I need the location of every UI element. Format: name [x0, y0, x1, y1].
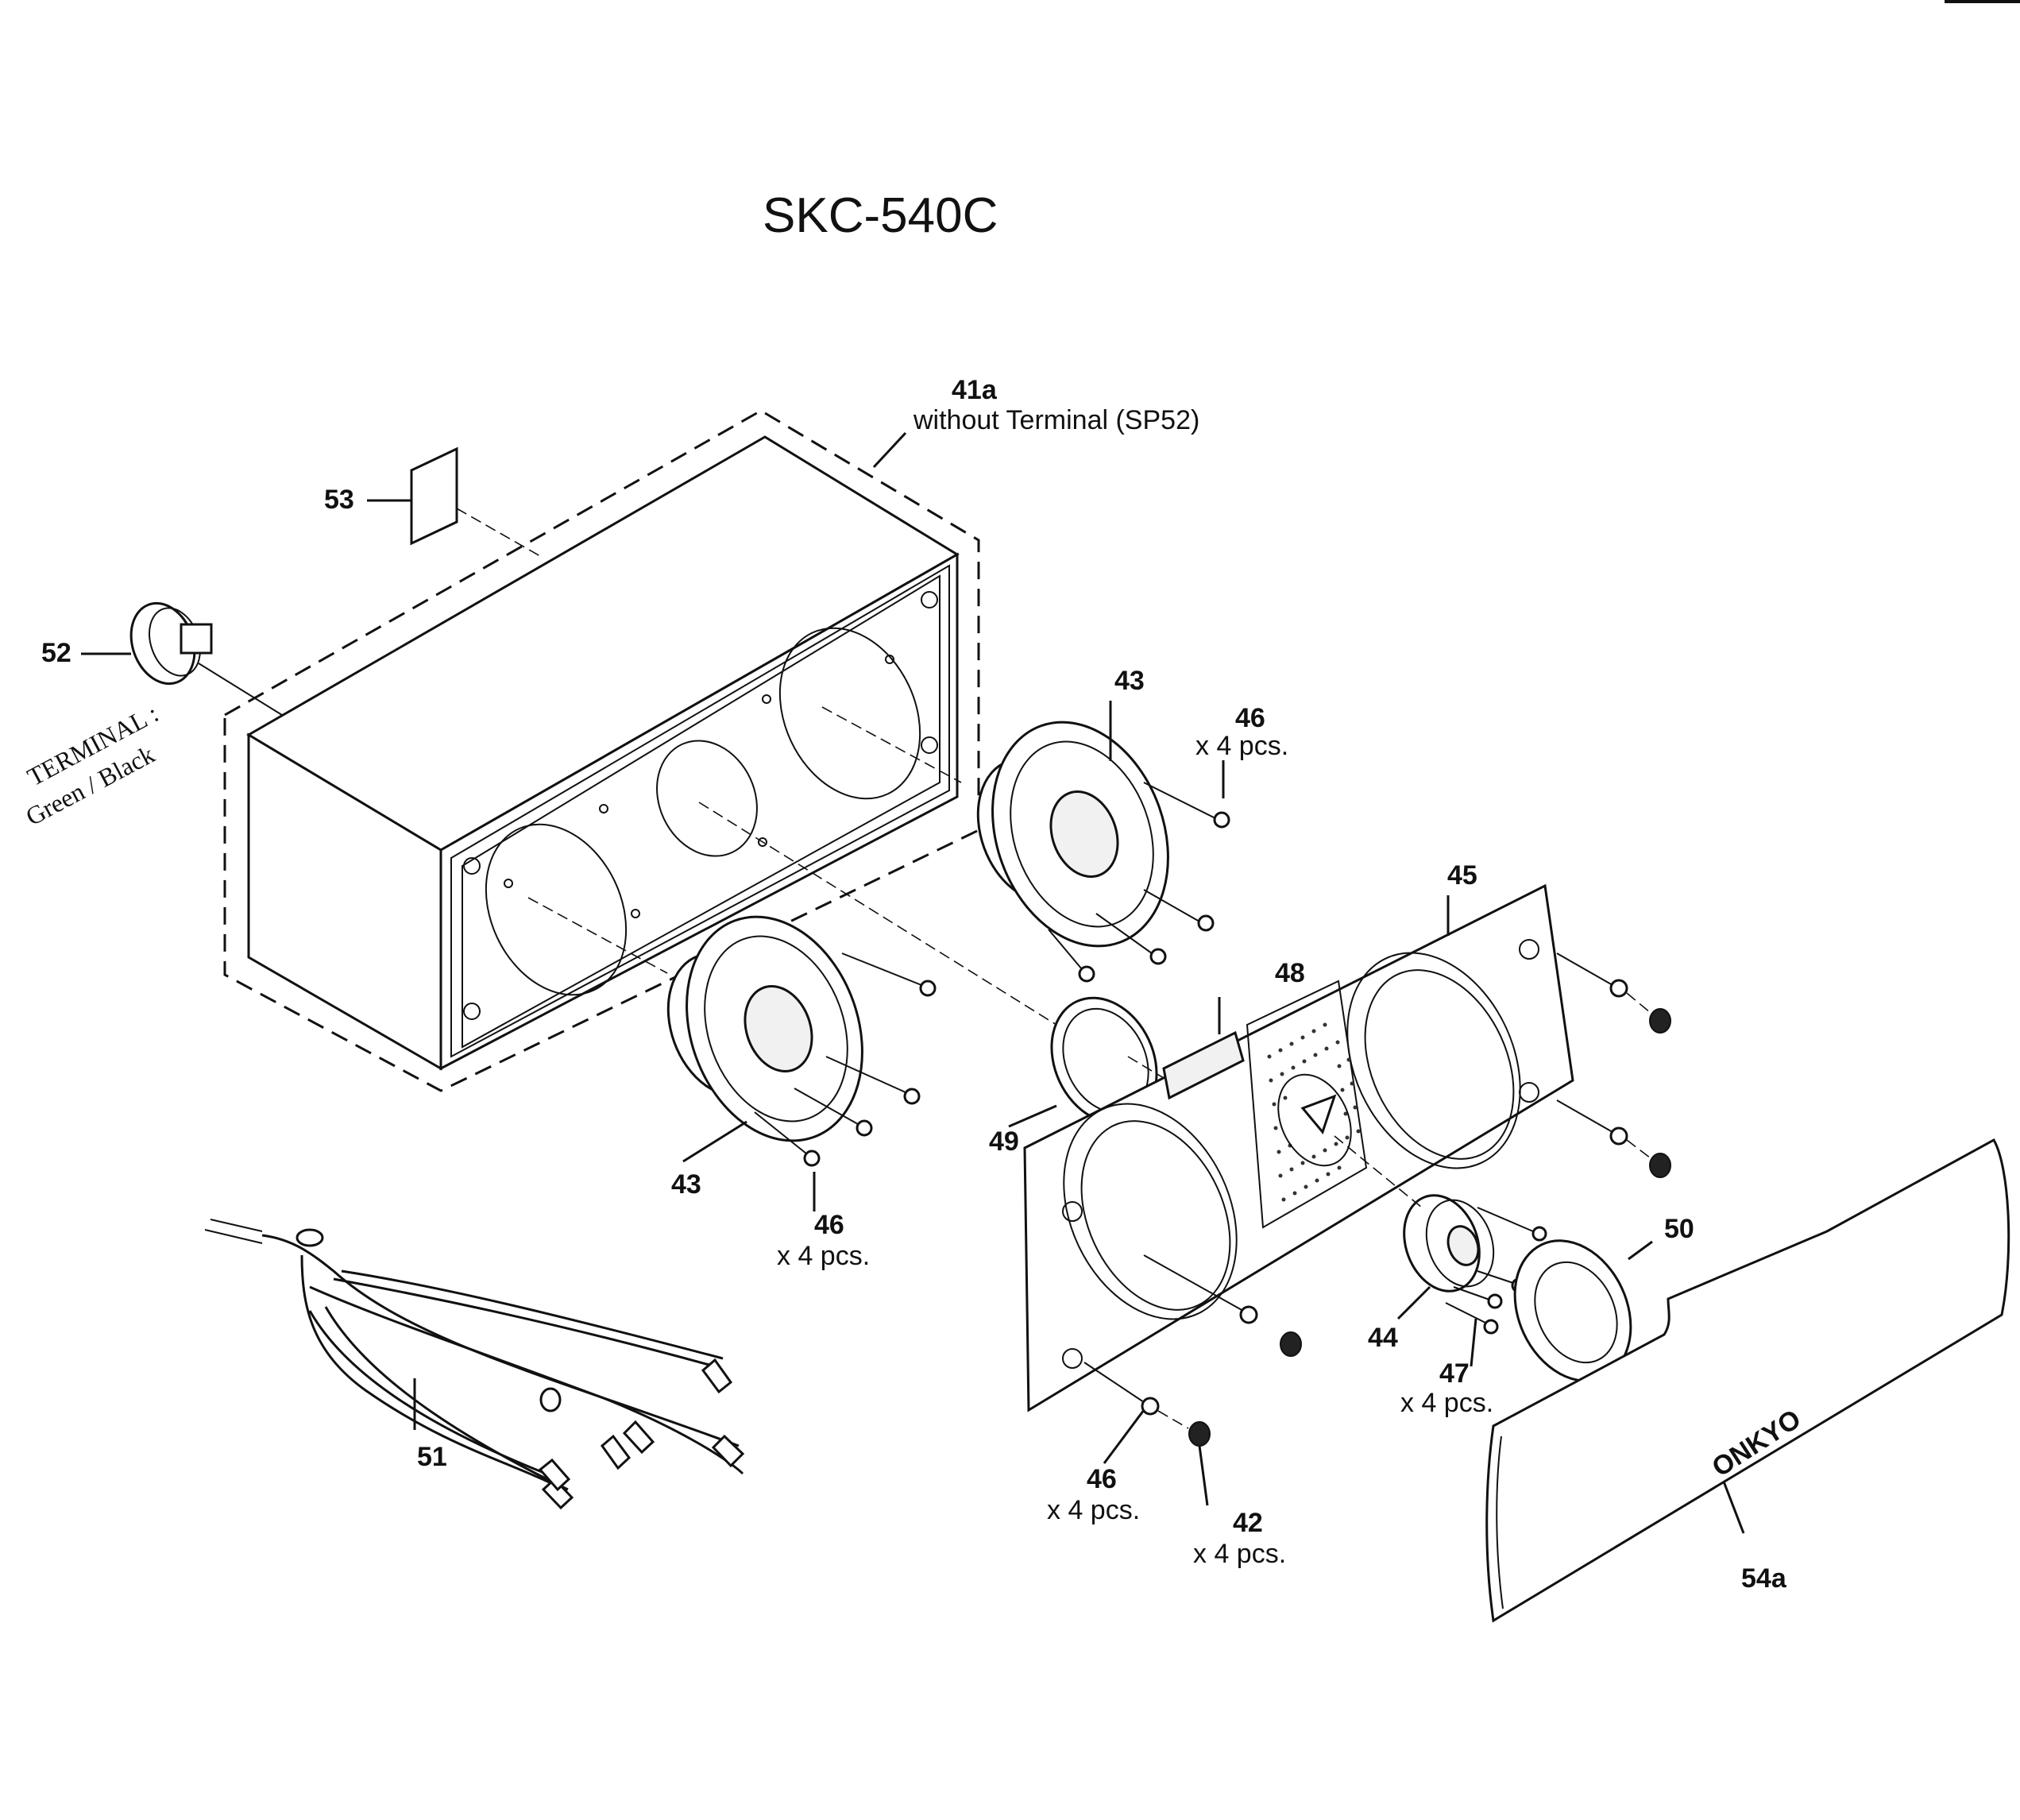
baffle-fasteners	[1083, 953, 1671, 1447]
label-53: 53	[324, 485, 354, 515]
label-41a: 41a	[952, 375, 998, 405]
label-54a: 54a	[1741, 1563, 1787, 1594]
woofer-43-upper	[821, 706, 1169, 948]
page-title: SKC-540C	[763, 188, 998, 243]
leader-lines	[682, 431, 1745, 1534]
cabinet-box	[246, 435, 960, 1071]
label-42-qty: x 4 pcs.	[1193, 1539, 1286, 1569]
label-45: 45	[1447, 860, 1477, 891]
label-50: 50	[1664, 1214, 1694, 1244]
label-51: 51	[417, 1442, 447, 1472]
label-41a-note: without Terminal (SP52)	[913, 405, 1199, 435]
top-edge-bar	[1945, 0, 2020, 3]
label-plate-53	[367, 446, 541, 557]
label-52: 52	[41, 638, 71, 668]
label-46-lower: 46	[814, 1210, 844, 1240]
cabinet-outline	[223, 409, 980, 1092]
label-46-upper: 46	[1235, 703, 1265, 733]
tweeter-ring-49	[698, 802, 1168, 1125]
label-47: 47	[1439, 1358, 1470, 1389]
terminal-52	[81, 601, 283, 716]
screws-47	[1445, 1207, 1547, 1335]
label-46-bottom: 46	[1087, 1464, 1117, 1494]
label-48: 48	[1275, 958, 1305, 988]
wire-harness-51	[204, 1219, 745, 1510]
baffle-grille-pattern	[1267, 1022, 1361, 1202]
label-43-upper: 43	[1114, 666, 1145, 696]
label-44: 44	[1368, 1323, 1398, 1353]
label-42: 42	[1233, 1508, 1263, 1538]
label-46-upper-qty: x 4 pcs.	[1195, 731, 1288, 761]
label-46-bottom-qty: x 4 pcs.	[1047, 1495, 1140, 1525]
front-baffle-45	[1023, 883, 1574, 1412]
tweeter-44	[1334, 1135, 1495, 1293]
screws-46-woofers	[754, 782, 1230, 1167]
label-49: 49	[989, 1126, 1019, 1157]
label-46-lower-qty: x 4 pcs.	[777, 1241, 870, 1271]
label-47-qty: x 4 pcs.	[1400, 1388, 1493, 1418]
front-grille-54a: ONKYO	[1485, 1138, 2010, 1623]
label-43-lower: 43	[671, 1169, 701, 1200]
woofer-43-lower	[527, 897, 863, 1142]
